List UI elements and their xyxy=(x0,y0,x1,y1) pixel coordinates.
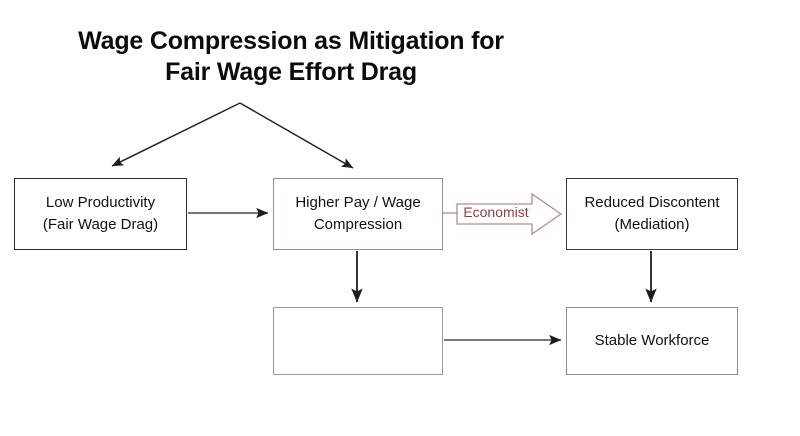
node-low-productivity-line-1: Low Productivity xyxy=(45,194,156,212)
node-stable-workforce[interactable]: Stable Workforce xyxy=(566,307,738,375)
node-higher-pay-line-2: Compression xyxy=(313,216,403,233)
page-title-line-2: Fair Wage Effort Drag xyxy=(165,58,417,87)
node-low-productivity[interactable]: Low Productivity (Fair Wage Drag) xyxy=(14,178,187,250)
connector-title-to-low-productivity xyxy=(111,102,241,167)
node-low-productivity-label: Low Productivity (Fair Wage Drag) xyxy=(43,192,158,236)
node-low-productivity-line-2: (Fair Wage Drag) xyxy=(42,216,159,233)
node-reduced-discontent[interactable]: Reduced Discontent (Mediation) xyxy=(566,178,738,250)
node-stable-workforce-label: Stable Workforce xyxy=(595,330,710,352)
page-title-line-1: Wage Compression as Mitigation for xyxy=(78,27,504,55)
node-higher-pay-wage-compression[interactable]: Higher Pay / Wage Compression xyxy=(273,178,443,250)
node-reduced-discontent-label: Reduced Discontent (Mediation) xyxy=(584,192,719,236)
economist-label: Economist xyxy=(463,204,529,220)
node-higher-pay-label: Higher Pay / Wage Compression xyxy=(295,192,420,236)
node-blank-box[interactable] xyxy=(273,307,443,375)
node-stable-workforce-line-1: Stable Workforce xyxy=(594,332,710,350)
node-reduced-discontent-line-1: Reduced Discontent xyxy=(584,194,720,212)
economist-block-arrow[interactable]: Economist xyxy=(456,193,563,235)
node-higher-pay-line-1: Higher Pay / Wage xyxy=(295,194,421,212)
connector-title-to-higher-pay xyxy=(239,102,354,169)
page-title: Wage Compression as Mitigation for Fair … xyxy=(46,26,536,89)
block-arrow-icon xyxy=(456,193,563,235)
node-reduced-discontent-line-2: (Mediation) xyxy=(614,216,690,233)
